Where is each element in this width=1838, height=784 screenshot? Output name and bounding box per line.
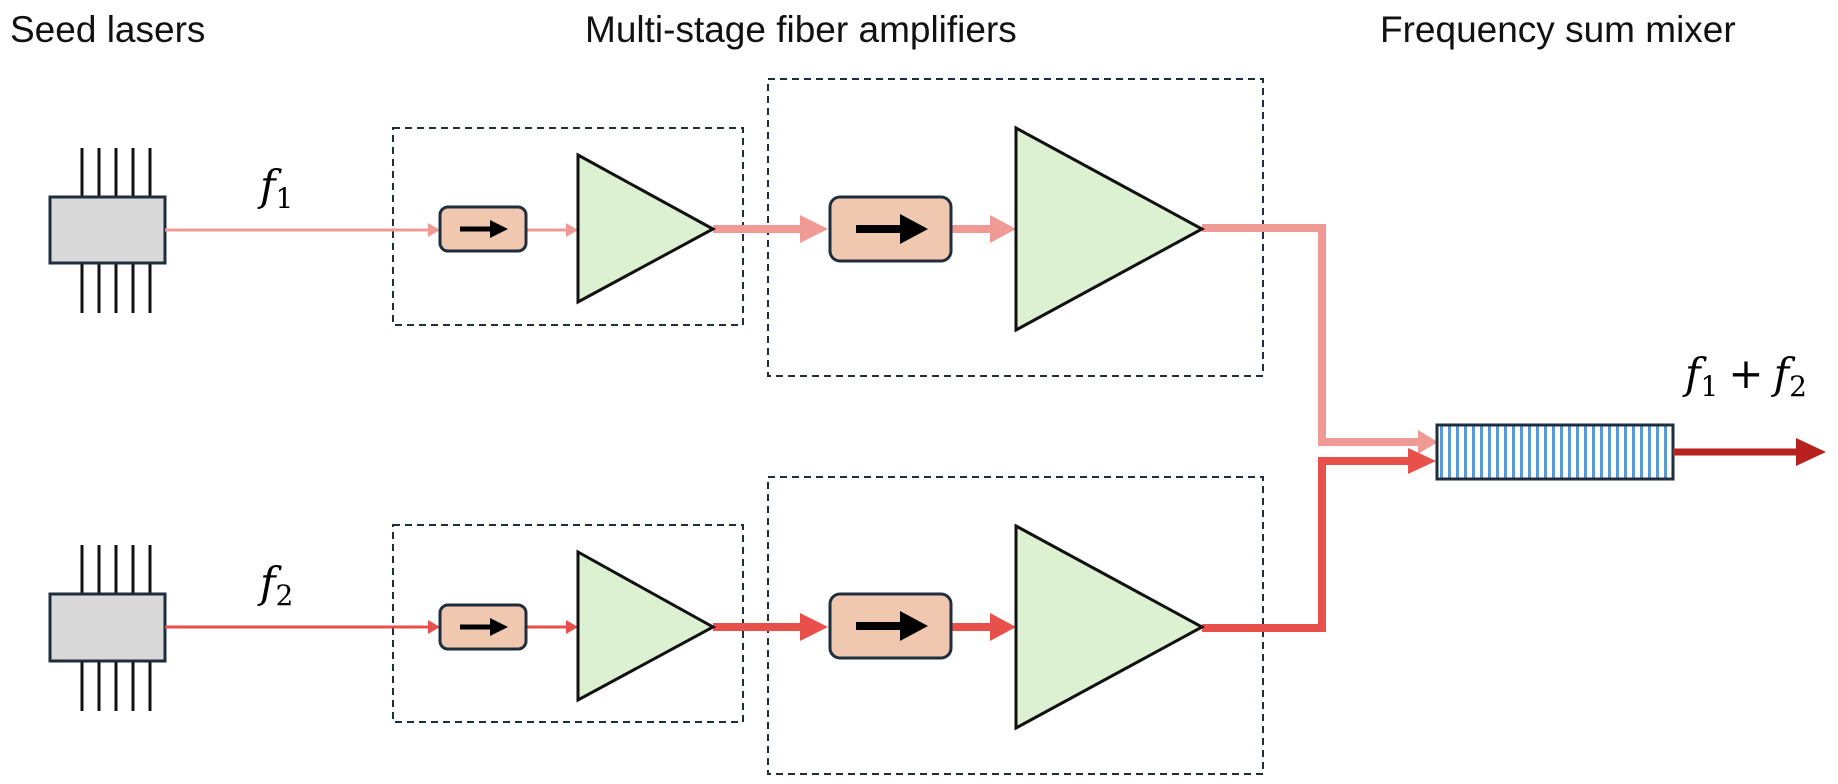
isolator-small-top [438, 205, 528, 253]
isolator-large-bottom [828, 592, 953, 660]
header-frequency-mixer: Frequency sum mixer [1380, 9, 1736, 50]
label-output-sum: f1+f2 [1682, 349, 1807, 403]
beam-path-f1 [165, 215, 1438, 454]
amplifier-large-bottom [1014, 523, 1206, 731]
seed-laser-1 [48, 148, 167, 313]
amplifier-small-bottom [576, 549, 717, 703]
isolator-large-top [828, 195, 953, 263]
beam-path-f2 [165, 448, 1436, 641]
header-seed-lasers: Seed lasers [10, 9, 206, 50]
header-fiber-amplifiers: Multi-stage fiber amplifiers [585, 9, 1017, 50]
mixer-crystal [1435, 423, 1675, 481]
isolator-small-bottom [438, 603, 528, 651]
amplifier-large-top [1014, 125, 1206, 333]
seed-laser-2 [48, 545, 167, 711]
label-f2: f2 [257, 558, 293, 612]
output-beam [1673, 438, 1826, 466]
label-f1: f1 [257, 161, 293, 215]
amplifier-small-top [576, 152, 717, 305]
